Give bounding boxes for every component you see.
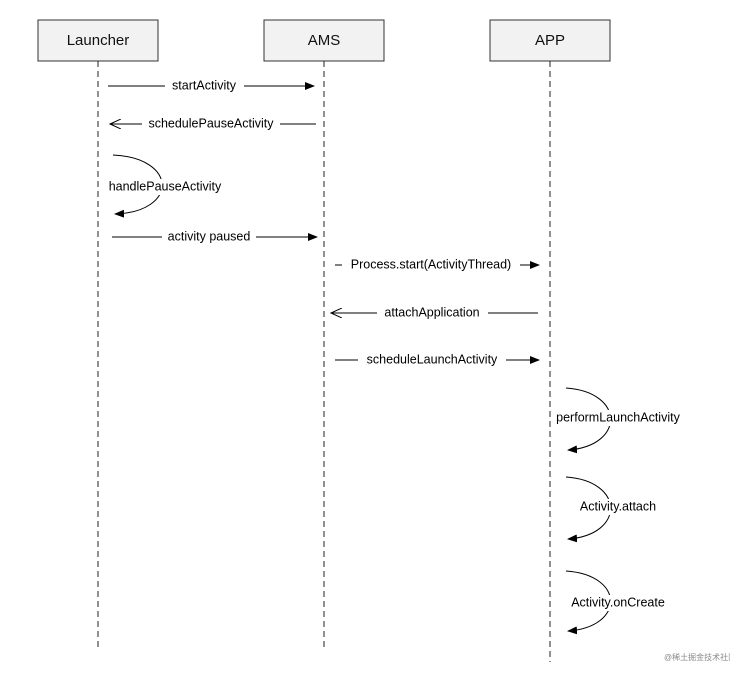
message-activity-attach: Activity.attach [565, 476, 659, 543]
message-label: handlePauseActivity [109, 179, 222, 193]
watermark-text: @稀土掘金技术社区 [664, 652, 730, 662]
message-handle-pause-activity: handlePauseActivity [108, 154, 222, 218]
message-label: activity paused [168, 229, 251, 243]
message-label: startActivity [172, 78, 237, 92]
actor-launcher: Launcher [37, 19, 159, 62]
message-label: attachApplication [384, 305, 479, 319]
message-label: Process.start(ActivityThread) [351, 257, 511, 271]
message-activity-oncreate: Activity.onCreate [565, 570, 668, 635]
message-label: Activity.onCreate [571, 595, 665, 609]
actor-label: AMS [308, 32, 341, 49]
message-label: schedulePauseActivity [148, 116, 274, 130]
actor-label: APP [535, 32, 565, 49]
message-label: scheduleLaunchActivity [367, 352, 498, 366]
message-start-activity: startActivity [108, 78, 315, 94]
message-label: Activity.attach [580, 499, 656, 513]
message-schedule-launch-activity: scheduleLaunchActivity [335, 352, 540, 368]
message-perform-launch-activity: performLaunchActivity [553, 387, 684, 454]
actor-ams: AMS [263, 19, 385, 62]
actor-label: Launcher [67, 32, 130, 49]
message-label: performLaunchActivity [556, 410, 680, 424]
message-process-start: Process.start(ActivityThread) [335, 257, 540, 273]
message-schedule-pause-activity: schedulePauseActivity [110, 116, 316, 132]
actor-app: APP [489, 19, 611, 62]
message-attach-application: attachApplication [331, 305, 538, 321]
message-activity-paused: activity paused [112, 229, 318, 245]
